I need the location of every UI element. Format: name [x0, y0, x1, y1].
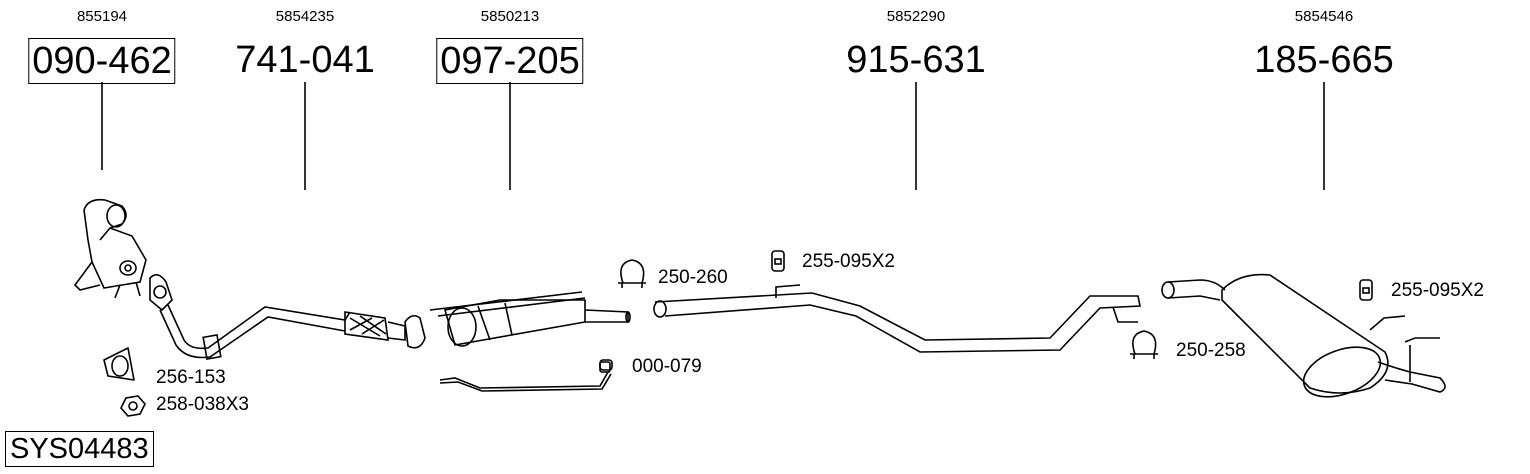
system-code: SYS04483 — [5, 431, 154, 467]
part-ref: 5852290 — [886, 8, 946, 25]
nut-icon — [120, 395, 146, 417]
catalytic-converter-drawing — [73, 198, 147, 299]
sensor-icon — [599, 359, 613, 371]
accessory-label[interactable]: 256-153 — [156, 367, 226, 388]
rear-muffler-drawing — [1161, 273, 1446, 398]
accessory-label[interactable]: 250-260 — [658, 267, 728, 288]
gasket-icon — [103, 347, 135, 381]
particulate-filter-drawing — [429, 291, 631, 392]
part-number[interactable]: 185-665 — [1254, 39, 1394, 81]
middle-pipe-drawing — [653, 284, 1141, 353]
accessory-label[interactable]: 000-079 — [632, 356, 702, 377]
front-pipe-drawing — [149, 274, 426, 360]
part-number[interactable]: 741-041 — [235, 39, 375, 81]
part-ref: 5850213 — [480, 8, 540, 25]
rubber-mount-icon — [771, 250, 785, 272]
clamp-icon — [618, 259, 646, 288]
accessory-label[interactable]: 255-095X2 — [1391, 280, 1484, 301]
rubber-mount-icon — [1359, 279, 1373, 301]
part-ref: 5854546 — [1294, 8, 1354, 25]
part-number[interactable]: 915-631 — [846, 39, 986, 81]
accessory-label[interactable]: 258-038X3 — [156, 394, 249, 415]
accessory-label[interactable]: 255-095X2 — [802, 251, 895, 272]
clamp-icon — [1130, 330, 1158, 359]
part-number[interactable]: 097-205 — [436, 38, 584, 84]
part-ref: 855194 — [76, 8, 128, 25]
part-number[interactable]: 090-462 — [28, 38, 176, 84]
accessory-label[interactable]: 250-258 — [1176, 340, 1246, 361]
part-ref: 5854235 — [275, 8, 335, 25]
